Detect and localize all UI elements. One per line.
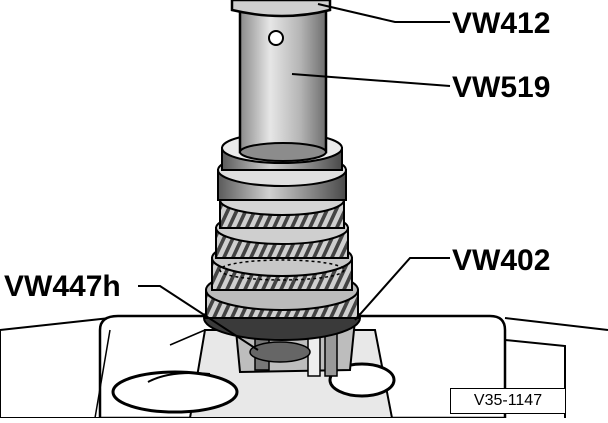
vw519-shaft	[238, 8, 328, 162]
leader-vw519	[291, 73, 451, 87]
leader-vw447h	[138, 285, 259, 351]
vw412-press-head	[230, 0, 332, 18]
gear-stack	[203, 132, 361, 341]
label-vw412: VW412	[452, 7, 550, 40]
leader-vw402	[354, 257, 450, 321]
press-base	[0, 314, 608, 420]
label-vw447h: VW447h	[4, 270, 121, 303]
label-vw402: VW402	[452, 244, 550, 277]
leader-lines	[138, 3, 451, 351]
leader-vw412	[317, 3, 450, 23]
figure-reference: V35-1147	[450, 388, 566, 414]
label-vw519: VW519	[452, 71, 550, 104]
